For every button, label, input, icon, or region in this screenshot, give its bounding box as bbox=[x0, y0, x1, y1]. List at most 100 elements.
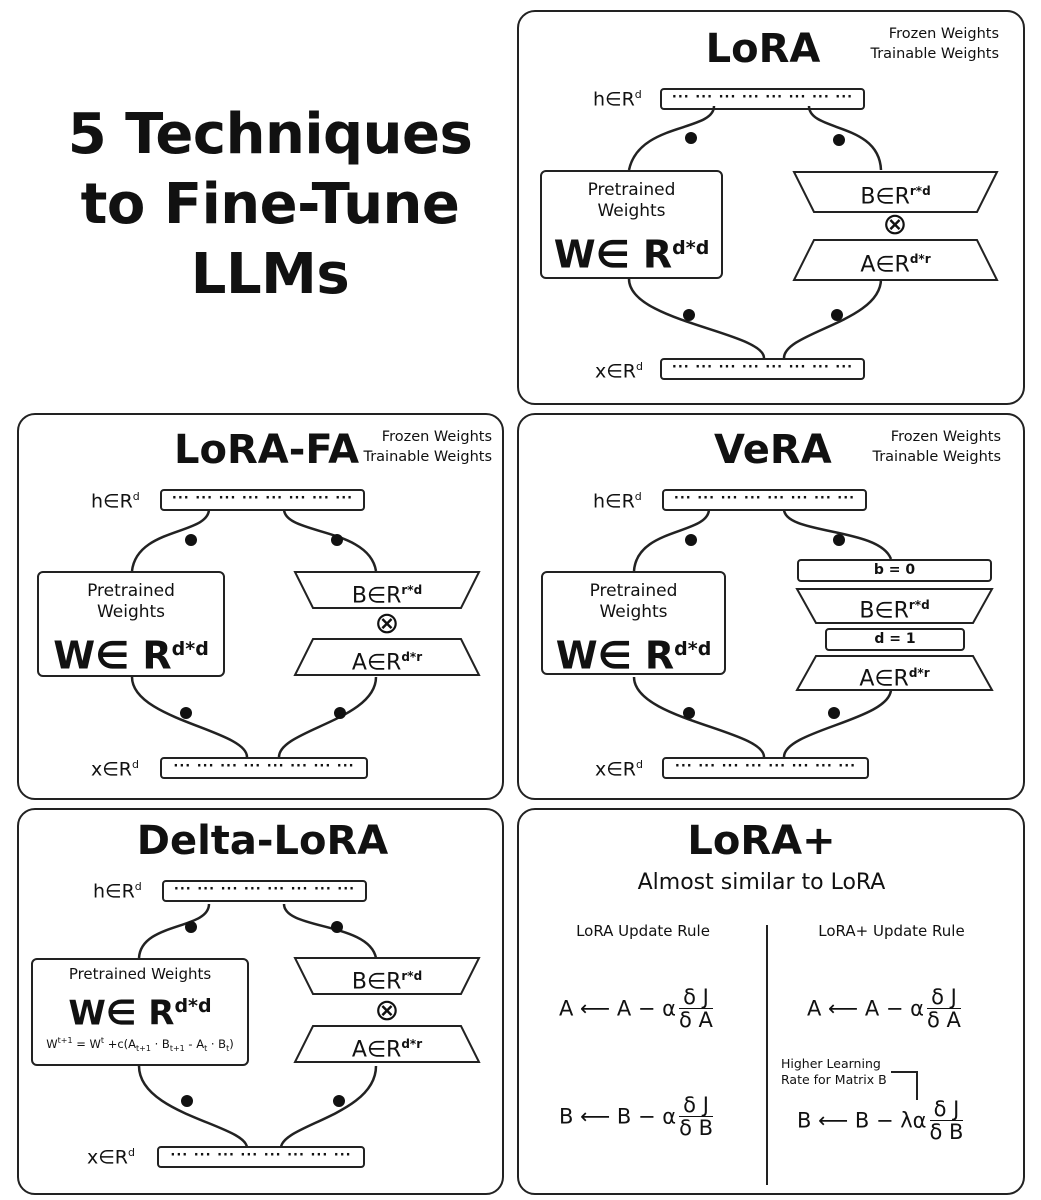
weights-symbol: W∈ Rd*d bbox=[68, 993, 212, 1034]
legend-trainable: Trainable Weights bbox=[872, 449, 1001, 465]
panel-title: LoRA-FA bbox=[174, 427, 360, 473]
h-vector: ··· ··· ··· ··· ··· ··· ··· ··· bbox=[660, 88, 865, 110]
junction-dot bbox=[683, 309, 695, 321]
weights-label: Pretrained Weights bbox=[68, 965, 212, 983]
otimes-icon: ⊗ bbox=[882, 207, 908, 242]
matrix-a: A∈Rd*r bbox=[860, 252, 931, 278]
legend-trainable: Trainable Weights bbox=[363, 449, 492, 465]
matrix-b-shape bbox=[795, 588, 994, 624]
junction-dot bbox=[181, 1095, 193, 1107]
main-title: 5 Techniques to Fine-Tune LLMs bbox=[20, 100, 520, 310]
panel-subtitle: Almost similar to LoRA bbox=[637, 870, 886, 895]
x-vector: ··· ··· ··· ··· ··· ··· ··· ··· bbox=[160, 757, 368, 779]
matrix-a-shape bbox=[792, 239, 999, 281]
delta-lora-panel: Delta-LoRA h∈Rd ··· ··· ··· ··· ··· ··· … bbox=[17, 808, 504, 1195]
legend-trainable: Trainable Weights bbox=[870, 46, 999, 62]
matrix-b-shape bbox=[792, 171, 999, 213]
x-label: x∈Rd bbox=[595, 360, 643, 383]
junction-dot bbox=[331, 534, 343, 546]
vera-panel: VeRA Frozen Weights Trainable Weights h∈… bbox=[517, 413, 1025, 800]
x-vector: ··· ··· ··· ··· ··· ··· ··· ··· bbox=[660, 358, 865, 380]
note-bracket bbox=[891, 1071, 918, 1100]
delta-update-formula: Wt+1 = Wt +c(At+1 · Bt+1 - At · Bt) bbox=[46, 1036, 234, 1054]
junction-dot bbox=[828, 707, 840, 719]
panel-title: Delta-LoRA bbox=[136, 818, 389, 864]
h-vector: ··· ··· ··· ··· ··· ··· ··· ··· bbox=[160, 489, 365, 511]
matrix-b-shape bbox=[293, 571, 481, 609]
matrix-a-shape bbox=[795, 655, 994, 691]
h-label: h∈Rd bbox=[593, 490, 642, 513]
junction-dot bbox=[185, 534, 197, 546]
legend-frozen: Frozen Weights bbox=[381, 429, 492, 445]
matrix-b-shape bbox=[293, 957, 481, 995]
matrix-a-shape bbox=[293, 1025, 481, 1063]
matrix-a: A∈Rd*r bbox=[859, 666, 930, 692]
x-label: x∈Rd bbox=[87, 1146, 135, 1169]
legend: Frozen Weights Trainable Weights bbox=[870, 24, 999, 64]
higher-learning-rate-note: Higher Learning Rate for Matrix B bbox=[781, 1056, 887, 1087]
legend-frozen: Frozen Weights bbox=[890, 429, 1001, 445]
lora-fa-panel: LoRA-FA Frozen Weights Trainable Weights… bbox=[17, 413, 504, 800]
junction-dot bbox=[685, 132, 697, 144]
otimes-icon: ⊗ bbox=[374, 993, 400, 1028]
weights-symbol: W∈ Rd*d bbox=[553, 232, 710, 277]
panel-title: LoRA+ bbox=[687, 818, 836, 864]
legend: Frozen Weights Trainable Weights bbox=[363, 427, 492, 467]
h-vector: ··· ··· ··· ··· ··· ··· ··· ··· bbox=[162, 880, 367, 902]
vera-connections bbox=[632, 508, 994, 758]
junction-dot bbox=[685, 534, 697, 546]
legend-frozen: Frozen Weights bbox=[888, 26, 999, 42]
matrix-b: B∈Rr*d bbox=[859, 598, 930, 624]
lora-plus-rule-heading: LoRA+ Update Rule bbox=[818, 922, 965, 940]
junction-dot bbox=[831, 309, 843, 321]
panel-title: LoRA bbox=[705, 26, 821, 72]
x-label: x∈Rd bbox=[595, 758, 643, 781]
matrix-a: A∈Rd*r bbox=[351, 1037, 423, 1063]
junction-dot bbox=[185, 921, 197, 933]
main-title-line: 5 Techniques bbox=[67, 102, 473, 167]
lora-rule-heading: LoRA Update Rule bbox=[576, 922, 710, 940]
junction-dot bbox=[331, 921, 343, 933]
matrix-b: B∈Rr*d bbox=[351, 969, 423, 995]
x-vector: ··· ··· ··· ··· ··· ··· ··· ··· bbox=[157, 1146, 365, 1168]
delta-lora-connections bbox=[137, 903, 481, 1149]
weights-symbol: W∈ Rd*d bbox=[555, 633, 712, 678]
lora-plus-lines bbox=[766, 925, 918, 1185]
junction-dot bbox=[334, 707, 346, 719]
lora-fa-connections bbox=[130, 508, 481, 758]
matrix-b: B∈Rr*d bbox=[351, 583, 423, 609]
otimes-icon: ⊗ bbox=[374, 606, 400, 641]
h-vector: ··· ··· ··· ··· ··· ··· ··· ··· bbox=[662, 489, 867, 511]
matrix-a-shape bbox=[293, 638, 481, 676]
legend: Frozen Weights Trainable Weights bbox=[872, 427, 1001, 467]
matrix-a: A∈Rd*r bbox=[351, 650, 423, 676]
matrix-b: B∈Rr*d bbox=[860, 184, 931, 210]
panel-title: VeRA bbox=[714, 427, 832, 473]
pretrained-weights-box: Pretrained Weights W∈ Rd*d Wt+1 = Wt +c(… bbox=[31, 958, 249, 1066]
junction-dot bbox=[833, 134, 845, 146]
main-title-line: to Fine-Tune bbox=[80, 172, 460, 237]
h-label: h∈Rd bbox=[93, 880, 142, 903]
junction-dot bbox=[833, 534, 845, 546]
d-one-pill: d = 1 bbox=[825, 628, 965, 651]
lora-panel: LoRA Frozen Weights Trainable Weights h∈… bbox=[517, 10, 1025, 405]
main-title-line: LLMs bbox=[190, 242, 350, 307]
x-label: x∈Rd bbox=[91, 758, 139, 781]
x-vector: ··· ··· ··· ··· ··· ··· ··· ··· bbox=[662, 757, 869, 779]
junction-dot bbox=[333, 1095, 345, 1107]
lora-connections bbox=[627, 105, 999, 359]
